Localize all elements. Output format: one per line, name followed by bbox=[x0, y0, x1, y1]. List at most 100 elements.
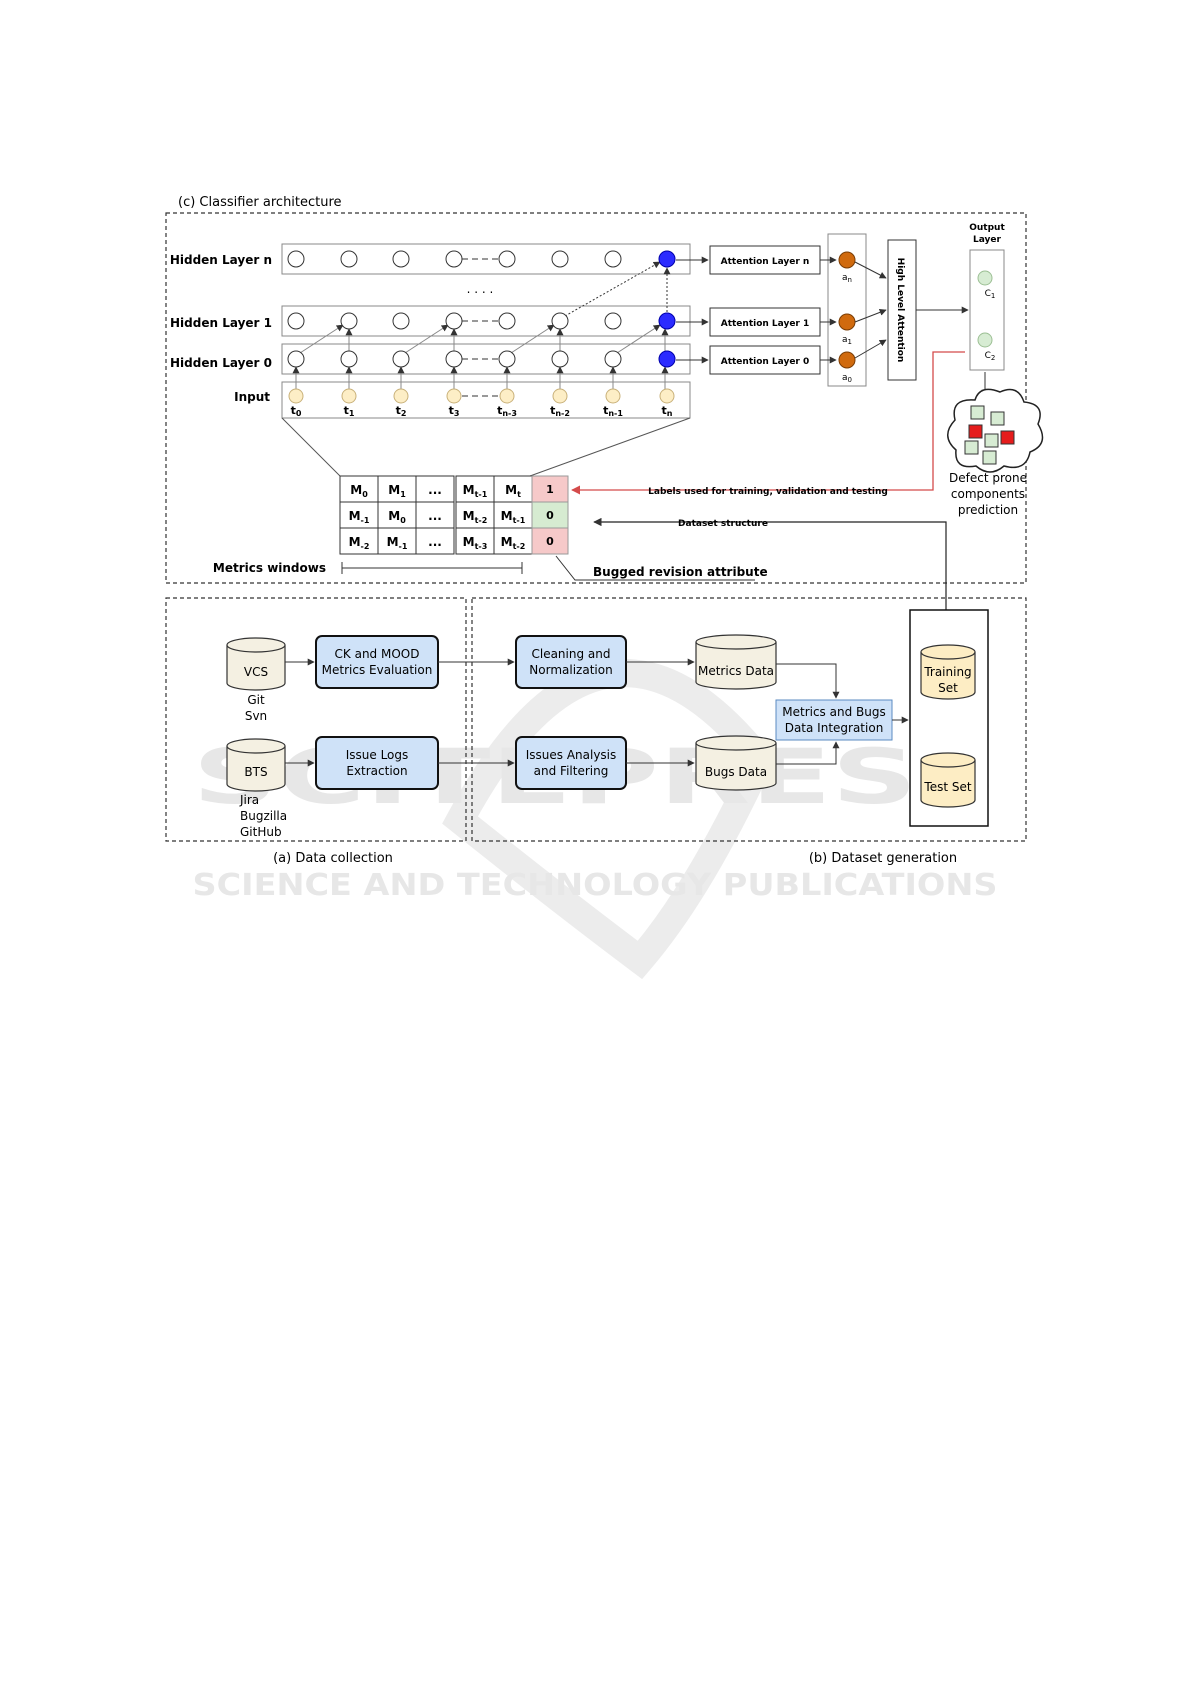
hidden-node-active bbox=[658, 312, 676, 330]
integration-label: Data Integration bbox=[785, 721, 884, 735]
issue-logs-label: Extraction bbox=[346, 764, 407, 778]
hidden-0-nodes bbox=[287, 350, 676, 368]
bts-tool: GitHub bbox=[240, 825, 282, 839]
table-cell-text: M1 bbox=[388, 483, 406, 499]
input-label: t1 bbox=[344, 404, 355, 418]
weight-label-n: an bbox=[842, 273, 852, 284]
attention-weight-node bbox=[838, 351, 856, 369]
attention-to-weight-arrows bbox=[820, 256, 837, 364]
generation-frame bbox=[471, 597, 1027, 842]
hidden-node bbox=[445, 312, 463, 330]
bts-label: BTS bbox=[244, 765, 267, 779]
bts-tool: Bugzilla bbox=[240, 809, 287, 823]
table-cell-text: ... bbox=[428, 509, 442, 523]
input-label: tn-2 bbox=[550, 404, 570, 418]
generation-caption: (b) Dataset generation bbox=[809, 851, 957, 866]
weight-to-hla-arrows bbox=[854, 261, 887, 359]
hidden-node-active bbox=[658, 250, 676, 268]
input-label: tn bbox=[662, 404, 673, 418]
bts-tool: Jira bbox=[239, 793, 259, 807]
hidden-to-attention-arrows bbox=[676, 256, 709, 364]
input-layer bbox=[281, 381, 691, 419]
bugs-data-label: Bugs Data bbox=[705, 765, 767, 779]
funnel-left bbox=[281, 417, 341, 477]
attention-layer-1-label: Attention Layer 1 bbox=[721, 319, 810, 329]
high-level-attention-label: High Level Attention bbox=[895, 258, 905, 363]
ck-mood-label: Metrics Evaluation bbox=[322, 663, 433, 677]
table-cell bbox=[377, 501, 417, 529]
attention-weight-node bbox=[838, 313, 856, 331]
test-set-database bbox=[920, 752, 976, 808]
issues-analysis-box bbox=[515, 736, 627, 790]
input-connections bbox=[292, 366, 669, 389]
input-label: t3 bbox=[449, 404, 460, 418]
table-cell bbox=[415, 475, 455, 503]
vcs-tool: Svn bbox=[245, 709, 267, 723]
input-node bbox=[288, 388, 304, 404]
hidden-connections bbox=[299, 324, 669, 354]
hidden-node bbox=[287, 312, 305, 330]
metrics-windows-label: Metrics windows bbox=[213, 561, 326, 575]
input-node bbox=[446, 388, 462, 404]
input-label: t0 bbox=[291, 404, 302, 418]
hidden-node bbox=[392, 250, 410, 268]
table-cell bbox=[493, 527, 533, 555]
hidden-node bbox=[498, 350, 516, 368]
dotted-connections bbox=[564, 261, 671, 317]
hidden-node bbox=[445, 250, 463, 268]
prediction-label-2: components bbox=[951, 487, 1025, 501]
metrics-data-database bbox=[695, 634, 777, 690]
input-node bbox=[393, 388, 409, 404]
integration-box bbox=[775, 699, 893, 741]
cleaning-box bbox=[515, 635, 627, 689]
table-cell bbox=[377, 527, 417, 555]
ck-mood-label: CK and MOOD bbox=[335, 647, 420, 661]
input-label: tn-3 bbox=[497, 404, 517, 418]
hidden-n-nodes bbox=[287, 250, 676, 268]
training-set-label: Set bbox=[938, 681, 958, 695]
classifier-frame bbox=[165, 212, 1027, 584]
prediction-label-3: prediction bbox=[958, 503, 1018, 517]
hidden-node bbox=[551, 350, 569, 368]
watermark-tagline: SCIENCE AND TECHNOLOGY PUBLICATIONS bbox=[193, 868, 998, 903]
ck-mood-box bbox=[315, 635, 439, 689]
collection-caption: (a) Data collection bbox=[273, 851, 393, 866]
dataset-note: Dataset structure bbox=[678, 519, 768, 529]
prediction-cloud bbox=[947, 388, 1044, 473]
table-cell-text: M-1 bbox=[387, 535, 408, 551]
integration-label: Metrics and Bugs bbox=[782, 705, 885, 719]
bugged-attribute-leader bbox=[555, 555, 755, 581]
high-level-attention-box bbox=[887, 239, 917, 381]
hidden-layer-0 bbox=[281, 343, 691, 375]
output-layer-title-1: Output bbox=[969, 223, 1005, 233]
input-node bbox=[659, 388, 675, 404]
label-cell-text: 0 bbox=[546, 509, 554, 522]
label-cell-text: 1 bbox=[546, 483, 554, 496]
table-cell-text: Mt-1 bbox=[463, 483, 488, 499]
weight-label-0: a0 bbox=[842, 373, 852, 384]
cleaning-label: Cleaning and bbox=[531, 647, 610, 661]
table-cell-text: M0 bbox=[350, 483, 368, 499]
hidden-node bbox=[604, 250, 622, 268]
vcs-tool: Git bbox=[247, 693, 265, 707]
weight-label-1: a1 bbox=[842, 335, 852, 346]
training-set-database bbox=[920, 644, 976, 700]
issue-logs-box bbox=[315, 736, 439, 790]
bugs-data-database bbox=[695, 735, 777, 791]
class-node-c1 bbox=[977, 270, 993, 286]
table-cell bbox=[415, 527, 455, 555]
input-node bbox=[341, 388, 357, 404]
attention-layer-0-box bbox=[709, 345, 821, 375]
row-label-input: Input bbox=[234, 390, 270, 404]
input-label: t2 bbox=[396, 404, 407, 418]
hidden-1-nodes bbox=[287, 312, 676, 330]
classifier-title: (c) Classifier architecture bbox=[178, 195, 342, 210]
output-layer-title-2: Layer bbox=[973, 235, 1002, 245]
hidden-node bbox=[340, 350, 358, 368]
bts-database bbox=[226, 738, 286, 792]
collection-frame bbox=[165, 597, 467, 842]
hidden-node bbox=[551, 250, 569, 268]
